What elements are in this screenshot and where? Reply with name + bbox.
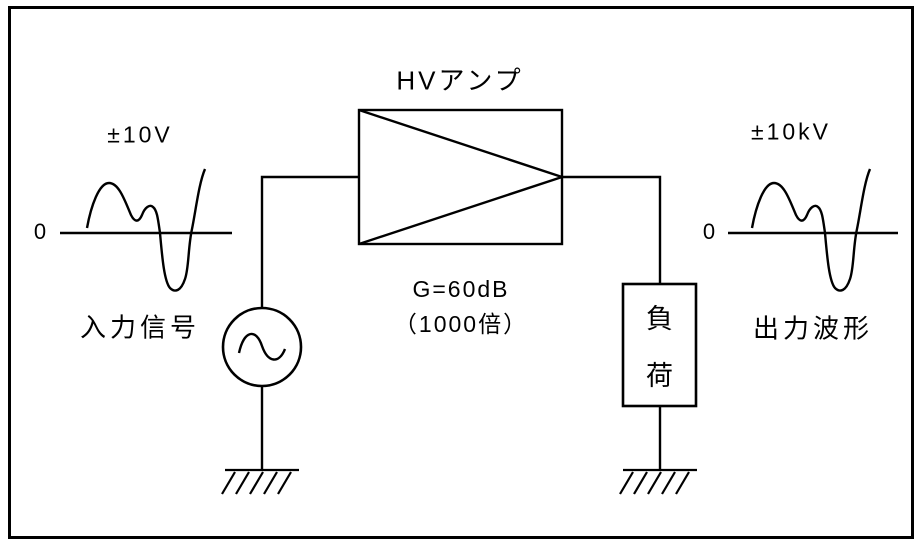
sine-wave-source-icon <box>237 332 287 361</box>
chassis-ground-icon-left <box>221 468 299 495</box>
output-amplitude-label: ±10kV <box>750 118 832 145</box>
output-zero-label: 0 <box>702 219 716 244</box>
amplifier-triangle-icon <box>358 108 566 246</box>
input-waveform <box>60 168 232 292</box>
amplifier-box <box>357 108 564 246</box>
wires <box>260 175 662 470</box>
output-wire <box>562 175 662 284</box>
gain-db-text: G=60dB <box>412 276 510 302</box>
amplifier-block <box>357 108 566 246</box>
load-char-bottom: 荷 <box>646 361 673 391</box>
output-waveform <box>728 168 898 292</box>
diagram-frame <box>8 6 914 539</box>
amplifier-gain-label: G=60dB （1000倍） <box>394 272 528 342</box>
input-zero-label: 0 <box>33 219 47 244</box>
amplifier-title: HVアンプ <box>396 65 524 96</box>
load-char-top: 負 <box>646 304 673 334</box>
signal-source <box>221 306 303 388</box>
load-label: 負 荷 <box>623 284 696 406</box>
load-box <box>621 282 698 408</box>
input-wave-curve <box>85 168 207 292</box>
source-circle <box>221 306 303 388</box>
output-wave-curve <box>750 168 872 292</box>
input-signal-caption: 入力信号 <box>79 312 201 343</box>
output-signal-caption: 出力波形 <box>752 313 874 344</box>
chassis-ground-icon-right <box>619 468 697 495</box>
input-wire <box>260 175 359 308</box>
input-amplitude-label: ±10V <box>107 121 173 148</box>
gain-ratio-text: （1000倍） <box>393 311 529 337</box>
